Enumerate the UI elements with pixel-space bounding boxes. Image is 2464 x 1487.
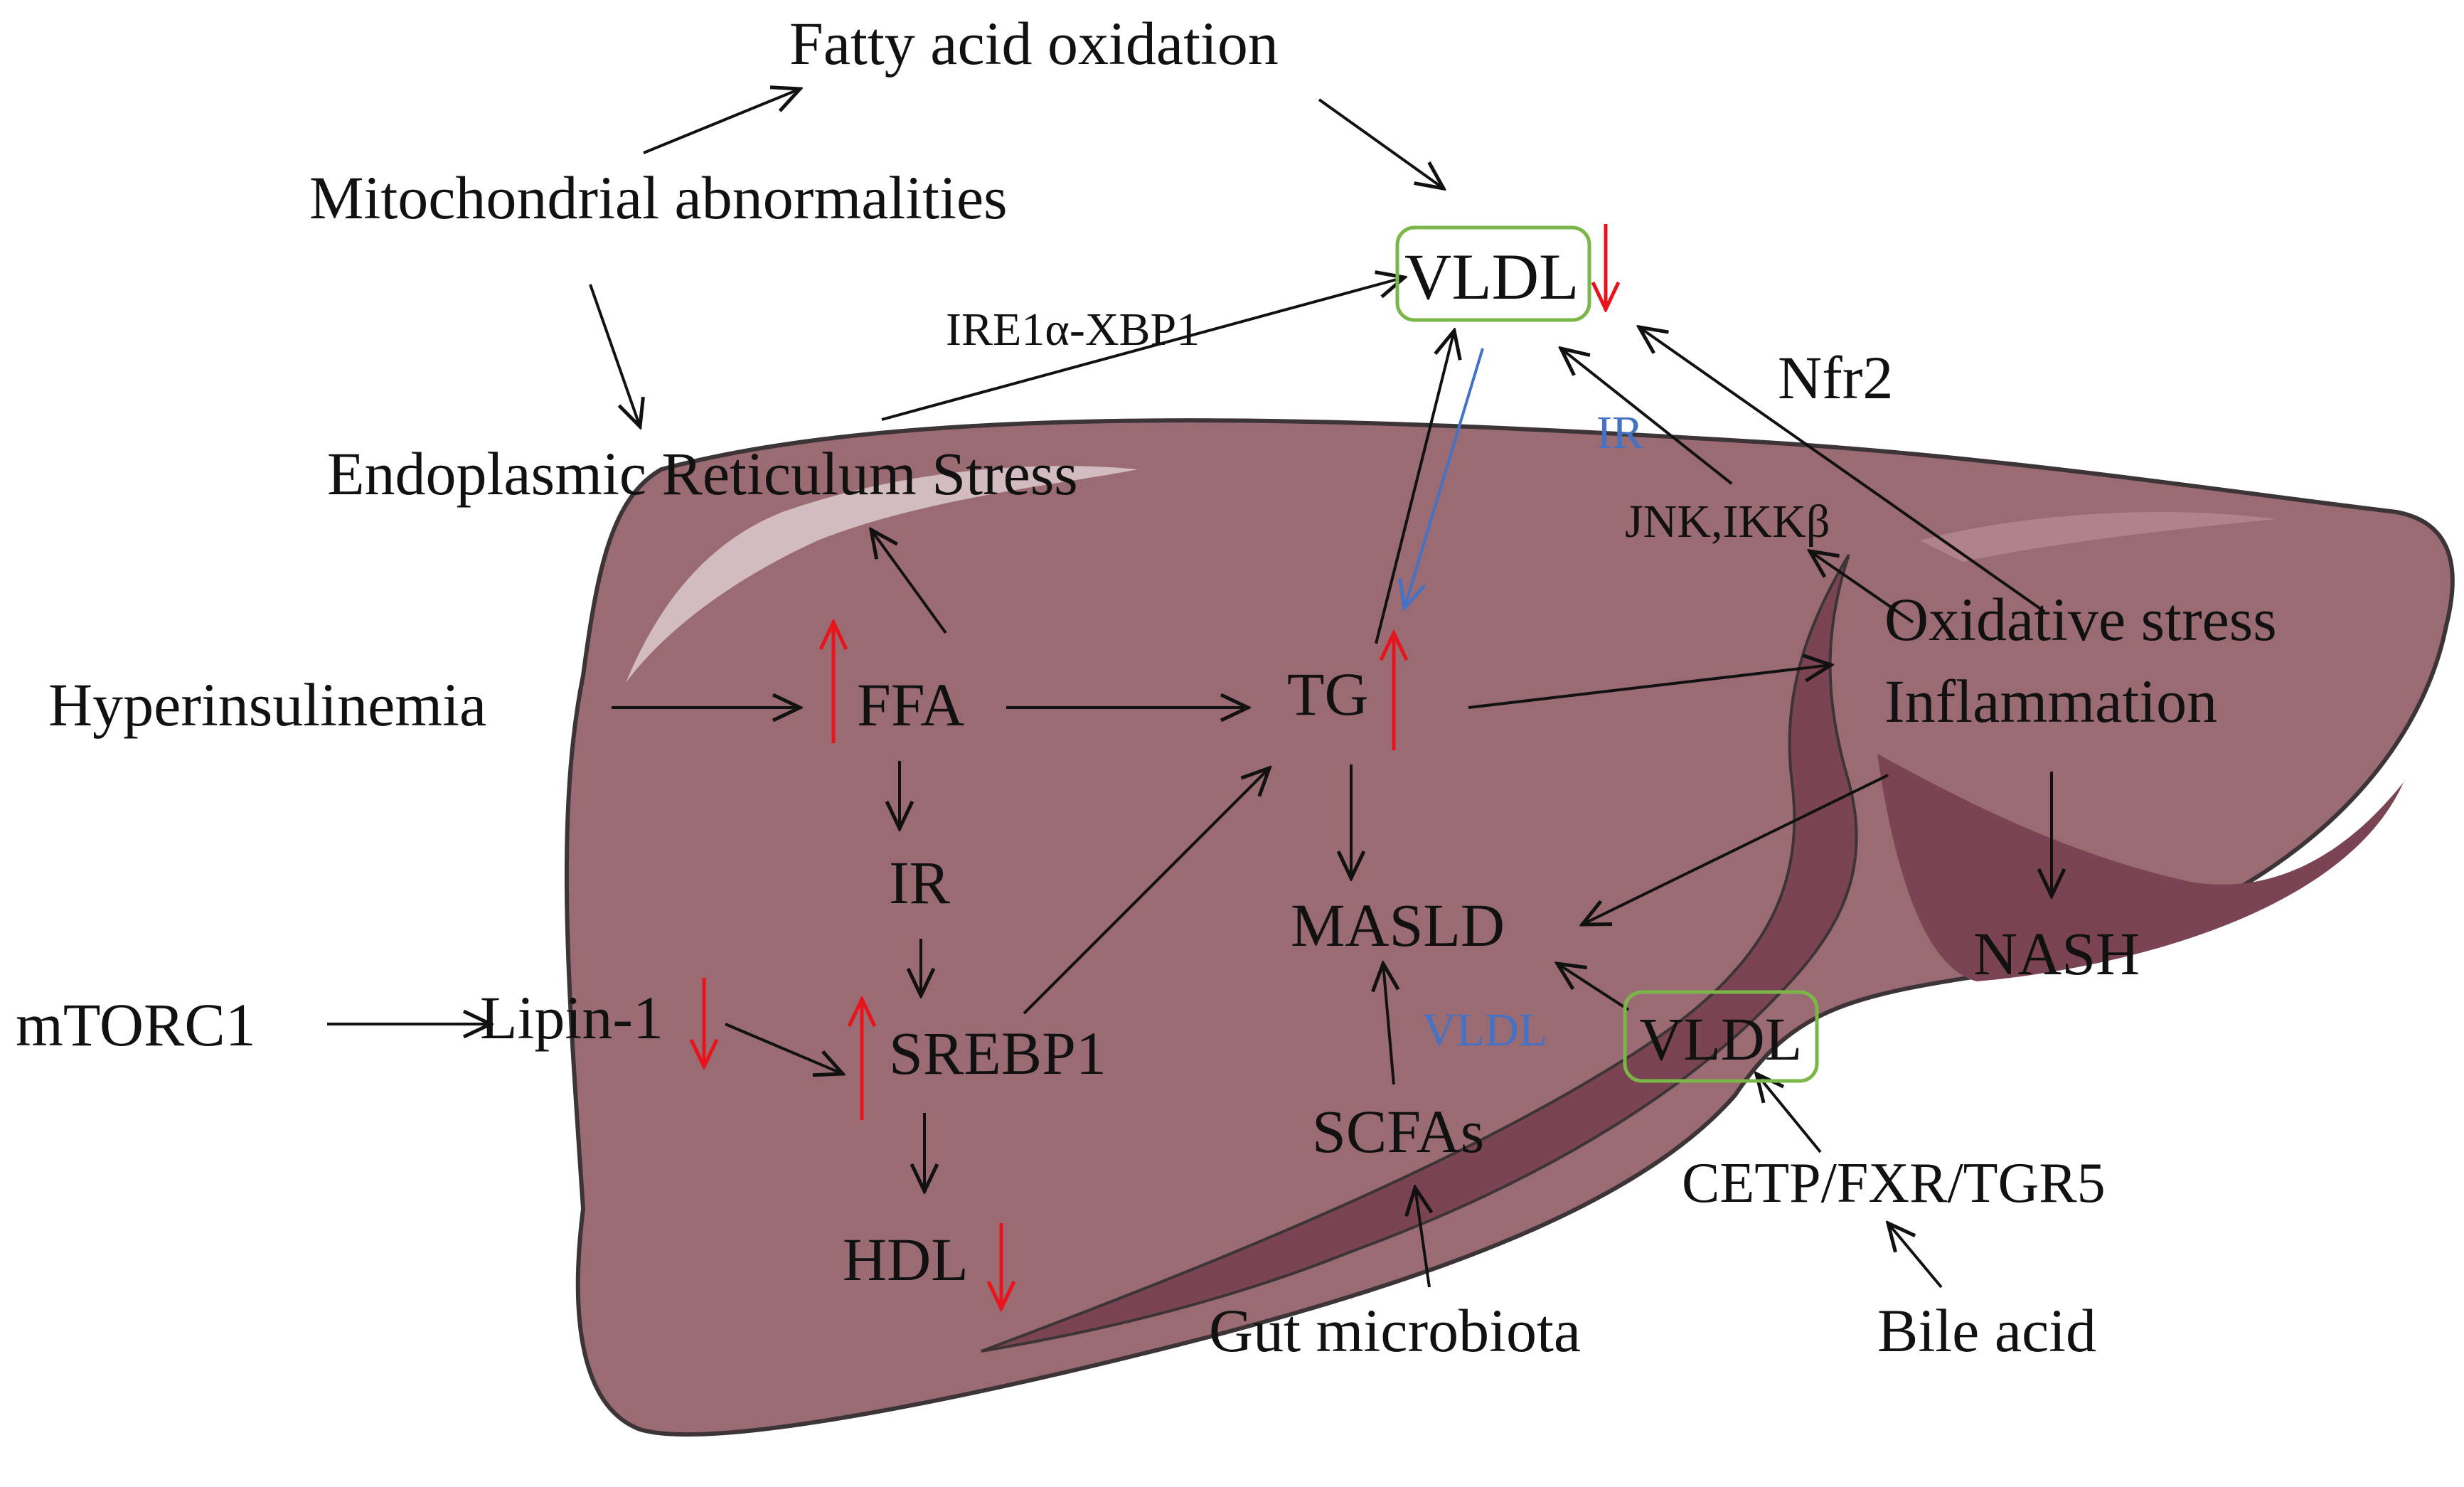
- arrow-cetp-to-vldl: [1756, 1074, 1822, 1153]
- arrow-scfas-to-masld: [1383, 964, 1394, 1085]
- arrow-nfr2-to-vldl: [1639, 327, 2046, 613]
- arrow-ire1a-to-vldl: [881, 277, 1404, 421]
- label-oxidative-stress: Oxidative stress: [1884, 585, 2277, 654]
- label-er-stress: Endoplasmic Reticulum Stress: [327, 439, 1078, 508]
- label-jnk-ikkb: JNK,IKKβ: [1625, 496, 1830, 548]
- arrow-gut-to-scfas: [1415, 1188, 1429, 1288]
- liver-right-highlight: [1920, 512, 2276, 562]
- arrow-jnk-to-vldl: [1561, 348, 1733, 485]
- label-cetp-fxr-tgr5: CETP/FXR/TGR5: [1682, 1152, 2106, 1215]
- arrow-srebp1-to-tg: [1023, 768, 1269, 1015]
- label-nfr2: Nfr2: [1778, 343, 1893, 412]
- label-mitochondrial-abnormalities: Mitochondrial abnormalities: [309, 164, 1008, 232]
- liver-body: [564, 418, 2455, 1437]
- label-ir-blue: IR: [1596, 407, 1643, 459]
- arrow-vldl-to-tg-blue: [1404, 348, 1484, 608]
- label-tg: TG: [1287, 660, 1369, 728]
- pathway-arrows: [327, 89, 2052, 1289]
- label-ir: IR: [889, 848, 951, 917]
- label-vldl-bottom: VLDL: [1639, 1005, 1802, 1073]
- liver-right-lobe-shade: [1877, 754, 2404, 981]
- arrow-fao-to-vldl: [1318, 98, 1444, 188]
- arrow-tg-to-vldl: [1375, 331, 1454, 644]
- arrow-mito-to-fao: [643, 89, 800, 154]
- label-nash: NASH: [1973, 920, 2140, 988]
- arrow-mito-to-er-stress: [589, 284, 640, 427]
- label-masld: MASLD: [1291, 891, 1505, 959]
- diagram-labels: Fatty acid oxidation Mitochondrial abnor…: [16, 9, 2277, 1365]
- arrow-lipin1-to-srebp1: [725, 1023, 843, 1074]
- label-scfas: SCFAs: [1312, 1097, 1484, 1166]
- vldl-bottom-box: [1623, 990, 1819, 1083]
- label-srebp1: SREBP1: [889, 1019, 1106, 1087]
- label-ire1a-xbp1: IRE1α-XBP1: [946, 304, 1200, 356]
- arrow-oxstress-to-jnk: [1810, 551, 1914, 624]
- label-ffa: FFA: [857, 671, 964, 739]
- arrow-inflammation-to-masld: [1582, 774, 1889, 924]
- label-inflammation: Inflammation: [1884, 667, 2217, 735]
- label-gut-microbiota: Gut microbiota: [1209, 1296, 1581, 1365]
- label-fatty-acid-oxidation: Fatty acid oxidation: [789, 9, 1279, 78]
- label-bile-acid: Bile acid: [1877, 1296, 2096, 1365]
- label-lipin1: Lipin-1: [480, 984, 663, 1052]
- label-vldl-blue: VLDL: [1422, 1004, 1547, 1056]
- label-hdl: HDL: [843, 1225, 969, 1294]
- label-mtorc1: mTORC1: [16, 991, 256, 1059]
- vldl-top-box: [1395, 225, 1591, 322]
- label-vldl-top: VLDL: [1404, 240, 1579, 313]
- change-indicators: [704, 224, 1606, 1309]
- liver-highlight: [626, 466, 1138, 683]
- arrow-vldl-to-masld: [1557, 964, 1630, 1011]
- label-hyperinsulinemia: Hyperinsulinemia: [48, 671, 486, 739]
- arrow-ffa-to-er-stress: [871, 530, 947, 634]
- arrow-tg-to-oxstress: [1468, 665, 1831, 709]
- arrow-bile-to-cetp: [1888, 1223, 1943, 1289]
